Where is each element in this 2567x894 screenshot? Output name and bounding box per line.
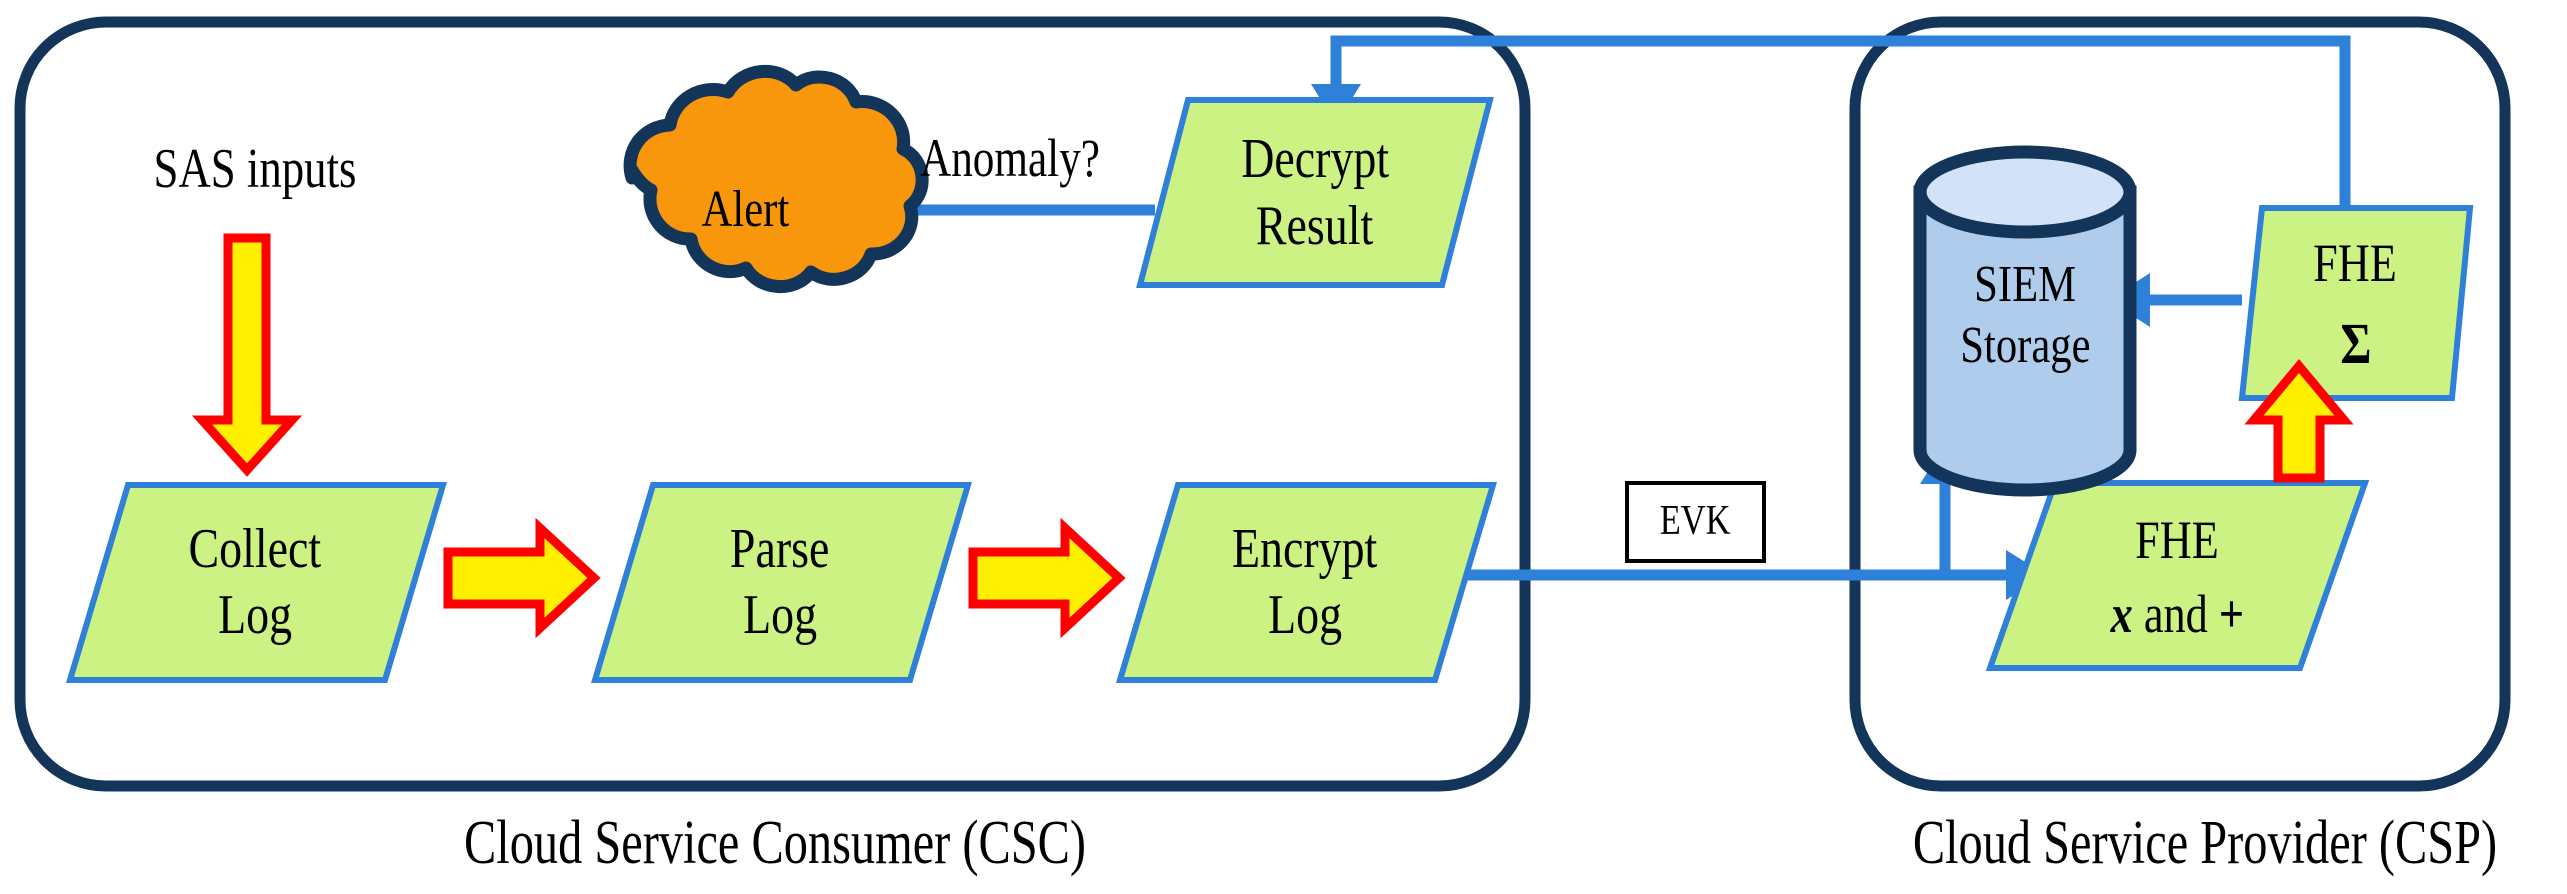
- csp-container: [1849, 16, 2511, 792]
- collect-to-parse-arrow-icon: [443, 517, 601, 639]
- sas-input-arrow-icon: [191, 233, 303, 477]
- encrypt-log-shape[interactable]: [1115, 482, 1498, 683]
- decrypt-result-shape[interactable]: [1136, 97, 1494, 288]
- parse-to-encrypt-arrow-icon: [968, 517, 1126, 639]
- feedback-connector: [1330, 35, 2351, 255]
- siem-storage-cylinder-top: [1913, 145, 2137, 239]
- csc-container: [14, 16, 1531, 792]
- alert-cloud-icon[interactable]: [623, 64, 929, 293]
- anomaly-label: Anomaly?: [920, 128, 1100, 188]
- collect-log-shape[interactable]: [65, 482, 448, 683]
- fhe-ops-to-sum-arrow-icon: [2244, 358, 2354, 483]
- evk-box[interactable]: [1625, 481, 1766, 563]
- csc-caption: Cloud Service Consumer (CSC): [464, 809, 1086, 877]
- sas-inputs-label: SAS inputs: [153, 138, 357, 200]
- csp-caption: Cloud Service Provider (CSP): [1912, 809, 2498, 877]
- parse-log-shape[interactable]: [590, 482, 973, 683]
- siem-storage-cylinder-body[interactable]: [1913, 185, 2137, 497]
- fhe-sum-shape[interactable]: [2238, 205, 2474, 401]
- fhe-ops-shape[interactable]: [1985, 480, 2370, 671]
